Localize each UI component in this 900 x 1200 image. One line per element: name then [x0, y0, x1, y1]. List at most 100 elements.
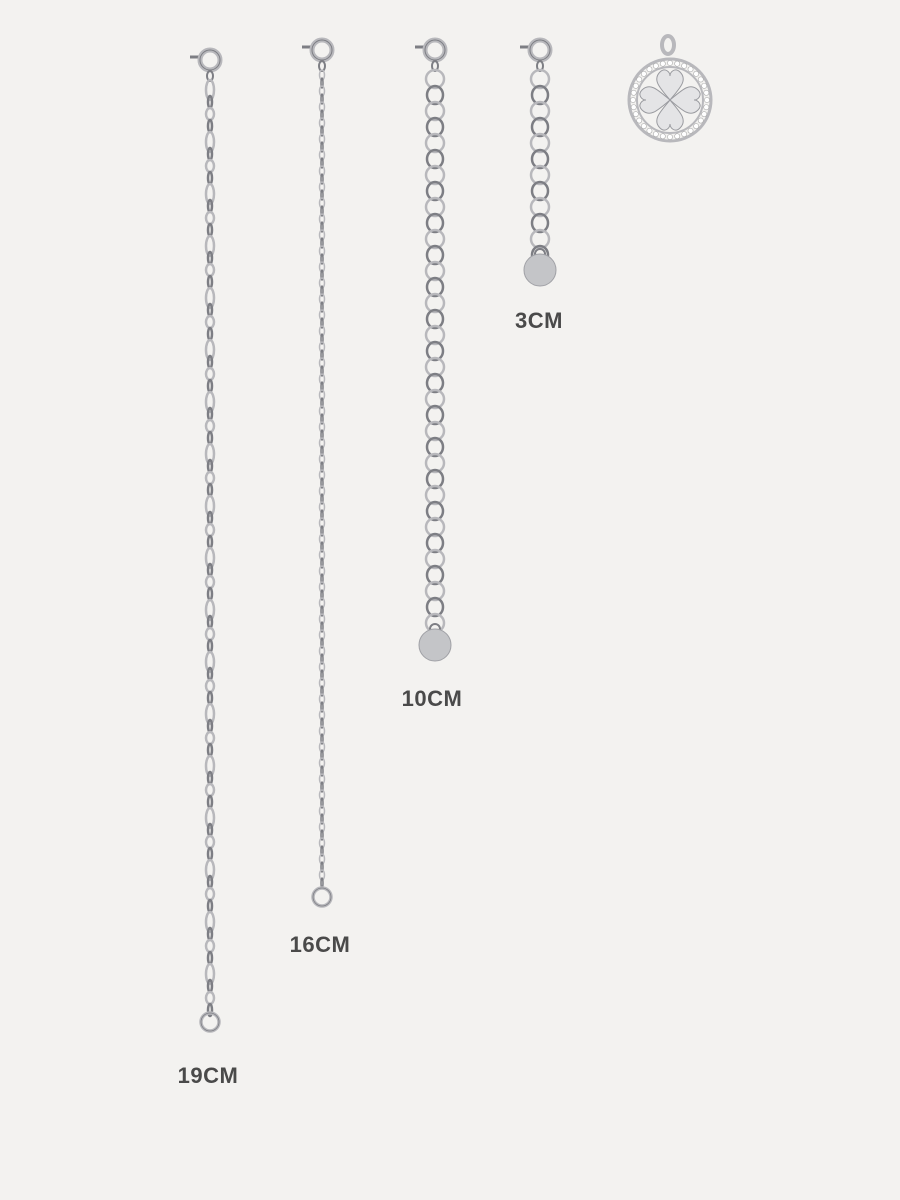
chain-link: [320, 333, 324, 345]
chain-link: [204, 366, 216, 382]
clover-heart-leaf: [669, 86, 701, 114]
chain-link: [206, 718, 214, 734]
chain-link: [530, 84, 550, 106]
chain-link: [425, 84, 445, 106]
chain-link: [320, 205, 324, 217]
chain-link: [320, 509, 324, 521]
clasp-outline: [199, 49, 221, 71]
chain-link: [320, 733, 324, 745]
chain-link: [425, 308, 445, 330]
chain-link: [320, 493, 324, 505]
chain-link: [204, 990, 216, 1006]
chain-link: [318, 213, 326, 225]
chain-link: [204, 754, 216, 778]
chain-link: [320, 285, 324, 297]
chain-link: [425, 180, 445, 202]
chain-link: [206, 770, 214, 786]
chain-link: [424, 100, 446, 122]
chain-link: [320, 845, 324, 857]
chain-link: [320, 125, 324, 137]
chain-link: [320, 621, 324, 633]
pendant-stone: [652, 62, 659, 69]
chain-link: [318, 453, 326, 465]
pendant-stone: [687, 66, 694, 73]
pendant-bail: [660, 34, 676, 56]
chain-link: [318, 357, 326, 369]
chain-link: [320, 429, 324, 441]
chain-link: [206, 94, 214, 110]
chain-link: [424, 324, 446, 346]
chain-link: [425, 596, 445, 618]
chain-link: [529, 100, 551, 122]
chain-link: [424, 292, 446, 314]
chain-link: [206, 846, 214, 862]
chain-link: [204, 910, 216, 934]
chain-link: [320, 637, 324, 649]
chain-link: [320, 861, 324, 873]
chain-link: [318, 341, 326, 353]
chain-link: [206, 406, 214, 422]
chain-link: [320, 301, 324, 313]
chain-link: [318, 789, 326, 801]
chain-link: [320, 365, 324, 377]
chain-link: [204, 678, 216, 694]
chain-link: [206, 950, 214, 966]
chain-link: [320, 445, 324, 457]
clasp-16cm-extender: [302, 37, 335, 72]
chain-link: [425, 532, 445, 554]
chain-link: [206, 430, 214, 446]
chain-link: [318, 309, 326, 321]
chain-link: [204, 626, 216, 642]
chain-link: [206, 614, 214, 630]
end-ring-19cm-extender-outline: [200, 1012, 220, 1032]
pendant-stone: [646, 127, 653, 134]
chain-link: [529, 68, 551, 90]
chain-link: [318, 853, 326, 865]
chain-link: [320, 317, 324, 329]
chain-link: [318, 757, 326, 769]
chain-link: [206, 690, 214, 706]
pendant-stone: [630, 89, 637, 96]
clasp-eye: [318, 60, 326, 72]
clasp-outline: [424, 39, 446, 61]
chain-link: [204, 314, 216, 330]
pendant-stone: [681, 131, 688, 138]
chain-link: [204, 522, 216, 538]
pendant-stone: [701, 82, 708, 89]
chain-link: [424, 516, 446, 538]
chain-link: [204, 494, 216, 518]
pendant-stone: [659, 133, 666, 140]
chain-link: [318, 373, 326, 385]
chain-link: [320, 573, 324, 585]
chain-link: [204, 106, 216, 122]
chain-link: [424, 548, 446, 570]
pendant-stone: [674, 60, 681, 67]
chain-link: [206, 482, 214, 498]
chain-link: [320, 77, 324, 89]
chain-link: [206, 638, 214, 654]
pendant-stone: [704, 97, 710, 103]
chain-link: [204, 130, 216, 154]
chain-link: [320, 605, 324, 617]
pendant-stone: [697, 76, 704, 83]
tag-disc: [418, 628, 452, 662]
chain-link: [318, 645, 326, 657]
chain-link: [320, 413, 324, 425]
clasp-outline: [529, 39, 551, 61]
chain-link: [318, 181, 326, 193]
chain-link: [204, 286, 216, 310]
tag-disc: [523, 253, 557, 287]
pendant-stone: [667, 60, 673, 66]
chain-link: [318, 773, 326, 785]
chain-link: [424, 420, 446, 442]
clasp-outline: [311, 39, 333, 61]
chain-link: [204, 234, 216, 258]
chain-link: [206, 1002, 214, 1018]
pendant-stone: [636, 117, 643, 124]
chain-link: [530, 180, 550, 202]
chain-link: [320, 349, 324, 361]
chain-link: [320, 813, 324, 825]
chain-link: [425, 564, 445, 586]
chain-link: [206, 302, 214, 318]
clover-heart-leaf: [656, 69, 684, 101]
